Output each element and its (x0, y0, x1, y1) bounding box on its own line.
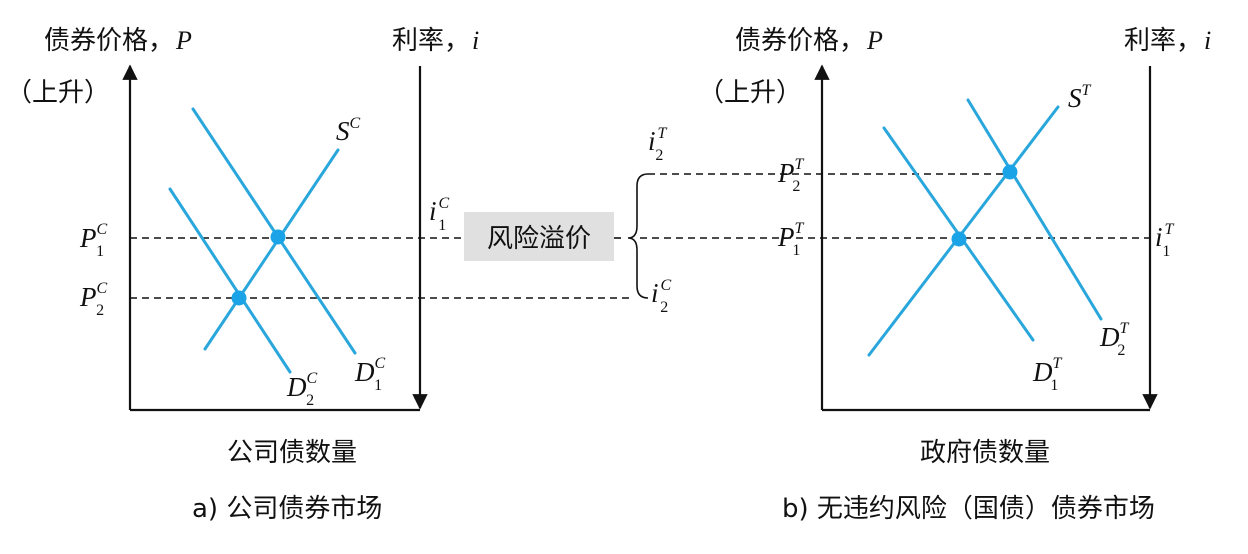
right-x-axis-label: 政府债数量 (920, 438, 1050, 468)
left-y-axis-title: 债券价格，P (44, 26, 192, 56)
right-y-axis-note: （上升） (698, 78, 802, 108)
right-y-axis-title: 债券价格，P (735, 26, 883, 56)
left-rate-axis-title: 利率，i (392, 26, 479, 56)
left-y-axis-note: （上升） (6, 78, 110, 108)
risk-premium-label: 风险溢价 (487, 224, 591, 254)
left-caption: a) 公司债券市场 (192, 494, 382, 524)
right-rate-axis-title: 利率，i (1124, 26, 1211, 56)
left-equilibrium-2 (231, 290, 247, 306)
left-supply-curve (203, 148, 340, 351)
left-demand2-curve (168, 187, 292, 374)
right-supply-label: ST (1068, 82, 1092, 113)
left-supply-label: SC (336, 115, 361, 146)
right-equilibrium-2 (1002, 164, 1018, 180)
right-caption: b) 无违约风险（国债）债券市场 (782, 494, 1155, 524)
right-equilibrium-1 (951, 231, 967, 247)
left-equilibrium-1 (270, 229, 286, 245)
risk-premium-box (464, 212, 614, 261)
risk-premium-brace (627, 173, 649, 299)
right-supply-curve (867, 105, 1060, 357)
left-x-axis-label: 公司债数量 (227, 438, 357, 468)
right-demand2-curve (966, 98, 1103, 321)
